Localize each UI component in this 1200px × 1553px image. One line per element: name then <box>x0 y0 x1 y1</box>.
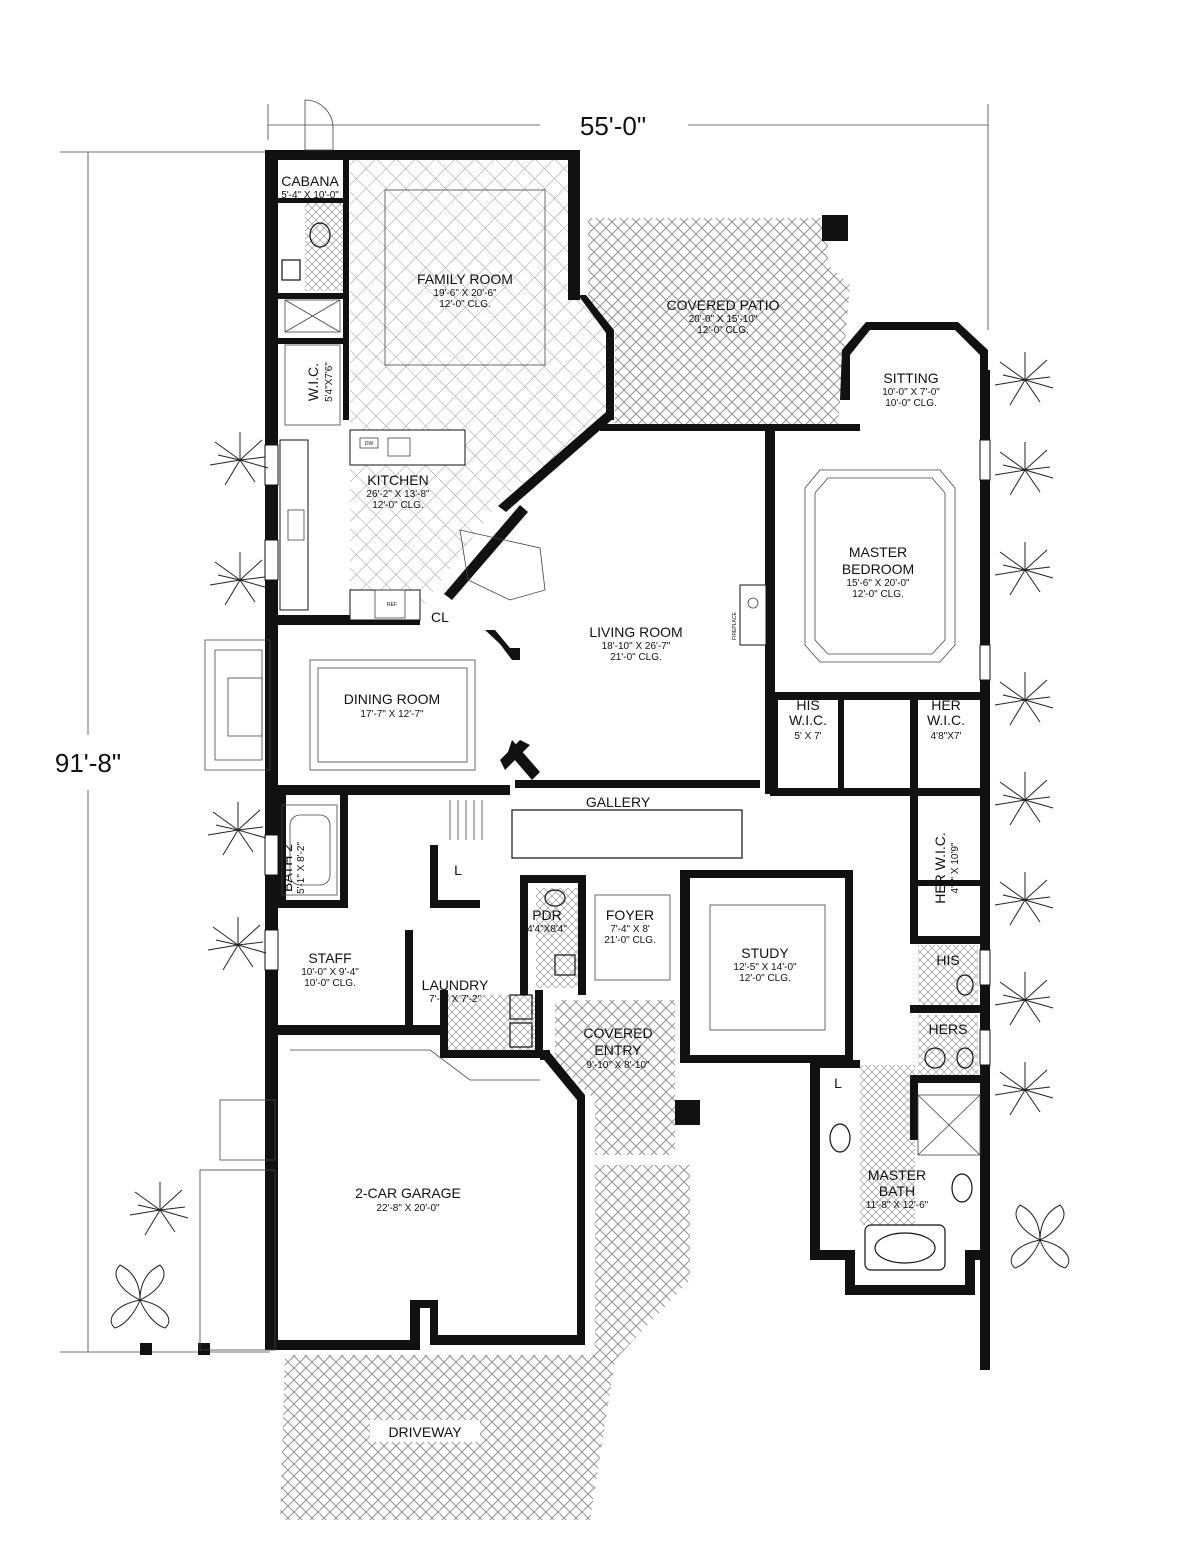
svg-text:HERS: HERS <box>929 1021 968 1037</box>
svg-text:5'4"X7'6": 5'4"X7'6" <box>324 362 335 402</box>
room-living: LIVING ROOM 18'-10" X 26'-7" 21'-0" CLG. <box>589 624 682 663</box>
svg-text:7'-4" X 8': 7'-4" X 8' <box>610 924 650 935</box>
svg-text:12'-0" CLG.: 12'-0" CLG. <box>439 299 491 310</box>
svg-text:FOYER: FOYER <box>606 907 654 923</box>
svg-text:STAFF: STAFF <box>308 950 351 966</box>
svg-text:7'-5" X 7'-2": 7'-5" X 7'-2" <box>429 994 482 1005</box>
room-her-wic-2: HER W.I.C. 4'8" X 10'9" <box>932 832 961 904</box>
svg-text:12'-0" CLG.: 12'-0" CLG. <box>372 500 424 511</box>
svg-text:HIS: HIS <box>796 697 819 713</box>
room-master-bedroom: MASTER BEDROOM 15'-6" X 20'-0" 12'-0" CL… <box>842 544 914 600</box>
depth-label: 91'-8" <box>55 748 121 778</box>
svg-text:26'-2" X 13'-8": 26'-2" X 13'-8" <box>366 489 430 500</box>
svg-text:9'-10" X 8'-10": 9'-10" X 8'-10" <box>586 1060 650 1071</box>
svg-text:W.I.C.: W.I.C. <box>305 363 321 401</box>
room-kitchen: KITCHEN 26'-2" X 13'-8" 12'-0" CLG. <box>366 472 430 511</box>
ref-label: REF <box>387 602 397 608</box>
svg-text:BEDROOM: BEDROOM <box>842 561 914 577</box>
svg-text:12'-0" CLG.: 12'-0" CLG. <box>697 325 749 336</box>
svg-text:MASTER: MASTER <box>849 544 907 560</box>
svg-text:COVERED PATIO: COVERED PATIO <box>666 297 779 313</box>
room-study: STUDY 12'-5" X 14'-0" 12'-0" CLG. <box>733 945 797 984</box>
svg-text:HER W.I.C.: HER W.I.C. <box>932 832 948 904</box>
room-wic: W.I.C. 5'4"X7'6" <box>305 362 335 402</box>
room-his-bath: HIS <box>936 952 959 968</box>
room-gallery: GALLERY <box>586 794 651 810</box>
svg-text:17'-7" X 12'-7": 17'-7" X 12'-7" <box>360 709 424 720</box>
svg-text:12'-5" X 14'-0": 12'-5" X 14'-0" <box>733 962 797 973</box>
room-family: FAMILY ROOM 19'-6" X 20'-6" 12'-0" CLG. <box>417 271 513 310</box>
svg-text:15'-6" X 20'-0": 15'-6" X 20'-0" <box>846 578 910 589</box>
svg-text:10'-0" CLG.: 10'-0" CLG. <box>304 978 356 989</box>
room-staff: STAFF 10'-0" X 9'-4" 10'-0" CLG. <box>301 950 359 989</box>
svg-text:HER: HER <box>931 697 961 713</box>
svg-text:18'-10" X 26'-7": 18'-10" X 26'-7" <box>602 641 671 652</box>
fixtures: REF DW FIREPLACE <box>199 99 991 1351</box>
svg-text:2-CAR GARAGE: 2-CAR GARAGE <box>355 1185 461 1201</box>
svg-text:HIS: HIS <box>936 952 959 968</box>
svg-text:21'-0" CLG.: 21'-0" CLG. <box>610 652 662 663</box>
room-laundry: LAUNDRY 7'-5" X 7'-2" <box>422 977 489 1005</box>
svg-text:LAUNDRY: LAUNDRY <box>422 977 489 993</box>
depth-dimension: 91'-8" <box>55 151 275 1353</box>
svg-text:GALLERY: GALLERY <box>586 794 651 810</box>
svg-text:STUDY: STUDY <box>741 945 789 961</box>
svg-text:PDR: PDR <box>532 907 562 923</box>
room-cabana: CABANA 5'-4" X 10'-0" <box>281 173 339 201</box>
svg-text:KITCHEN: KITCHEN <box>367 472 428 488</box>
room-garage: 2-CAR GARAGE 22'-8" X 20'-0" <box>355 1185 461 1214</box>
fireplace-label: FIREPLACE <box>732 612 738 640</box>
room-patio: COVERED PATIO 20'-0" X 15'-10" 12'-0" CL… <box>666 297 779 336</box>
room-pdr: PDR 4'4"X8'4" <box>527 907 567 935</box>
svg-text:19'-6" X 20'-6": 19'-6" X 20'-6" <box>433 288 497 299</box>
svg-text:5' X 7': 5' X 7' <box>794 731 821 742</box>
svg-text:10'-0" X 9'-4": 10'-0" X 9'-4" <box>301 967 359 978</box>
svg-text:DINING ROOM: DINING ROOM <box>344 691 440 707</box>
svg-text:CABANA: CABANA <box>281 173 339 189</box>
room-her-wic: HER W.I.C. 4'8"X7' <box>927 697 965 742</box>
svg-text:BATH 2: BATH 2 <box>279 844 295 892</box>
svg-text:10'-0" CLG.: 10'-0" CLG. <box>885 398 937 409</box>
svg-text:W.I.C.: W.I.C. <box>789 712 827 728</box>
room-sitting: SITTING 10'-0" X 7'-0" 10'-0" CLG. <box>882 370 940 409</box>
svg-text:FAMILY ROOM: FAMILY ROOM <box>417 271 513 287</box>
svg-text:5'-1" X 8'-2": 5'-1" X 8'-2" <box>296 842 307 895</box>
linen-tag-1: L <box>454 862 462 878</box>
svg-text:10'-0" X 7'-0": 10'-0" X 7'-0" <box>882 387 940 398</box>
svg-text:SITTING: SITTING <box>883 370 938 386</box>
width-label: 55'-0" <box>580 111 646 141</box>
svg-text:11'-8" X 12'-6": 11'-8" X 12'-6" <box>866 1200 929 1211</box>
svg-text:BATH: BATH <box>879 1183 915 1199</box>
svg-text:5'-4" X 10'-0": 5'-4" X 10'-0" <box>281 190 339 201</box>
svg-text:ENTRY: ENTRY <box>594 1042 642 1058</box>
room-labels: CABANA 5'-4" X 10'-0" FAMILY ROOM 19'-6"… <box>279 173 967 1442</box>
room-foyer: FOYER 7'-4" X 8' 21'-0" CLG. <box>604 907 656 946</box>
svg-text:4'8"X7': 4'8"X7' <box>931 731 962 742</box>
svg-text:22'-8" X 20'-0": 22'-8" X 20'-0" <box>376 1203 440 1214</box>
svg-text:MASTER: MASTER <box>868 1167 926 1183</box>
room-bath-2: BATH 2 5'-1" X 8'-2" <box>279 842 307 895</box>
svg-text:12'-0" CLG.: 12'-0" CLG. <box>852 589 904 600</box>
svg-text:COVERED: COVERED <box>583 1025 652 1041</box>
svg-text:4'8" X 10'9": 4'8" X 10'9" <box>950 842 961 893</box>
width-dimension: 55'-0" <box>267 104 989 330</box>
landscaping <box>110 352 1070 1329</box>
room-driveway: DRIVEWAY <box>370 1420 480 1442</box>
room-dining: DINING ROOM 17'-7" X 12'-7" <box>344 691 440 720</box>
room-master-bath: MASTER BATH 11'-8" X 12'-6" <box>866 1167 929 1211</box>
room-hers-bath: HERS <box>929 1021 968 1037</box>
svg-text:W.I.C.: W.I.C. <box>927 712 965 728</box>
dw-label: DW <box>365 441 374 447</box>
linen-tag-2: L <box>834 1075 842 1091</box>
room-covered-entry: COVERED ENTRY 9'-10" X 8'-10" <box>583 1025 652 1071</box>
svg-text:20'-0" X 15'-10": 20'-0" X 15'-10" <box>689 314 758 325</box>
svg-text:DRIVEWAY: DRIVEWAY <box>388 1424 462 1440</box>
svg-text:21'-0" CLG.: 21'-0" CLG. <box>604 935 656 946</box>
svg-text:12'-0" CLG.: 12'-0" CLG. <box>739 973 791 984</box>
closet-tag: CL <box>431 609 449 625</box>
room-his-wic: HIS W.I.C. 5' X 7' <box>789 697 827 742</box>
svg-text:4'4"X8'4": 4'4"X8'4" <box>527 924 567 935</box>
svg-text:LIVING ROOM: LIVING ROOM <box>589 624 682 640</box>
